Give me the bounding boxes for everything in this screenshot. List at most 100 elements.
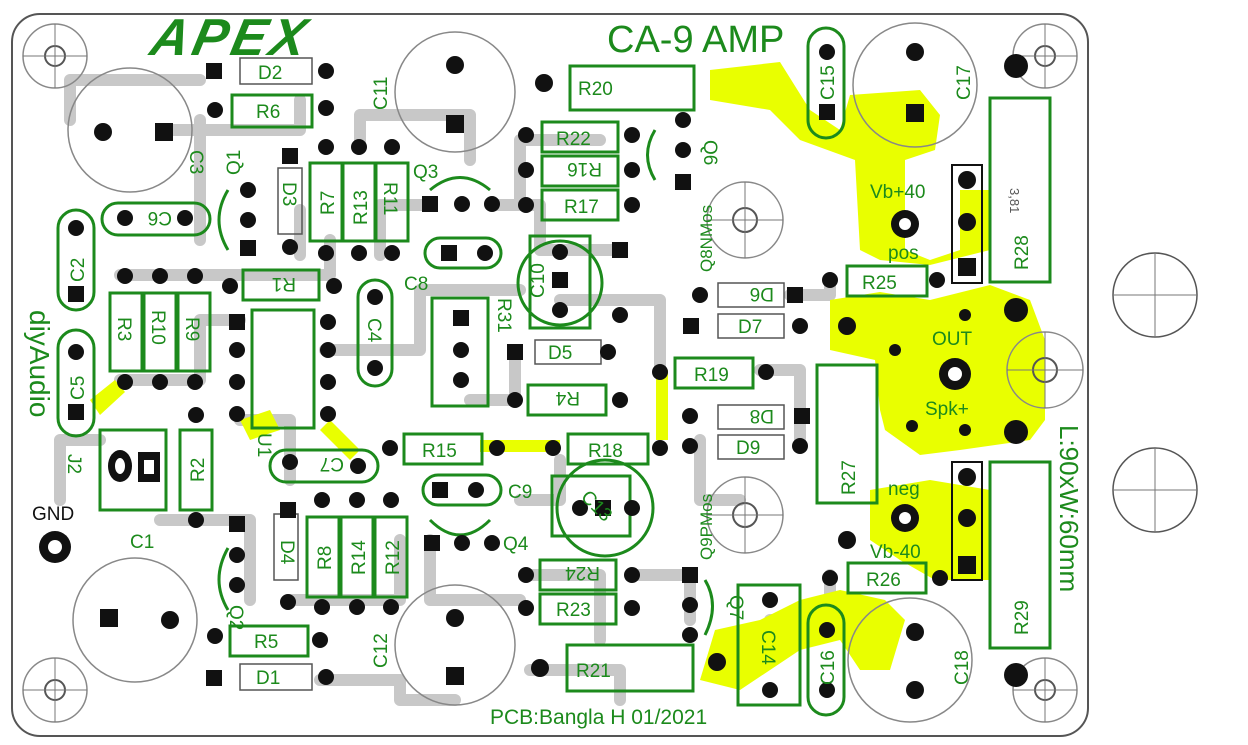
r12-body — [373, 515, 409, 599]
neg-terminal-outline — [951, 461, 983, 581]
c15-body — [806, 26, 846, 140]
r22-body — [540, 120, 620, 154]
r8-body — [305, 515, 341, 599]
external-hole-1 — [1112, 252, 1198, 338]
r23-body — [538, 592, 618, 626]
out-pad — [939, 358, 971, 390]
r31-body — [430, 296, 490, 408]
c14-body — [736, 583, 802, 707]
d7-body — [717, 313, 785, 339]
label-c11: C11 — [371, 77, 392, 110]
dimension-note: 3,81 — [1007, 188, 1022, 213]
c17-outline — [852, 22, 978, 148]
u1-body — [250, 308, 316, 430]
label-d7: D7 — [738, 317, 762, 338]
label-r11: R11 — [379, 182, 400, 215]
label-r24: R24 — [565, 562, 600, 583]
j2-body — [98, 428, 168, 512]
label-c14: C14 — [757, 630, 778, 665]
label-c18: C18 — [952, 650, 973, 685]
r26-body — [846, 561, 928, 595]
label-q9pmos: Q9PMos — [697, 494, 716, 560]
label-r6: R6 — [256, 102, 280, 123]
r15-body — [402, 432, 484, 466]
c16-body — [806, 603, 846, 717]
label-d2: D2 — [258, 63, 282, 84]
d3-body — [277, 167, 303, 235]
label-c9: C9 — [508, 482, 532, 503]
label-c3: C3 — [185, 150, 206, 174]
r25-body — [845, 264, 929, 298]
label-c4: C4 — [363, 318, 384, 343]
label-r9: R9 — [181, 317, 202, 341]
q3-outline — [429, 176, 491, 192]
r9-body — [176, 291, 212, 373]
reference-designators: D2 R6 C11 R20 C15 C17 C3 Q1 D3 R7 R13 R1… — [63, 63, 1033, 689]
label-c16: C16 — [818, 650, 839, 685]
label-r29: R29 — [1012, 600, 1033, 635]
pos-terminal-outline — [951, 164, 983, 284]
label-r27: R27 — [839, 460, 860, 495]
board-outline — [11, 13, 1089, 737]
d8-body — [717, 404, 785, 430]
label-d6: D6 — [750, 283, 774, 304]
board-dimensions: L:90xW:60mm — [1054, 425, 1084, 592]
label-r4: R4 — [555, 387, 580, 408]
r28-body — [988, 96, 1052, 284]
c3-outline — [67, 67, 193, 193]
r24-body — [538, 558, 618, 592]
label-r2: R2 — [188, 458, 209, 482]
credit-bottom: PCB:Bangla H 01/2021 — [490, 706, 707, 729]
external-hole-2 — [1112, 447, 1198, 533]
label-r13: R13 — [351, 190, 372, 225]
label-c10: C10 — [528, 263, 549, 298]
vb-neg-pad — [891, 504, 919, 532]
vb-pos-label: Vb+40 — [870, 182, 925, 203]
label-r15: R15 — [422, 441, 457, 462]
r18-body — [566, 432, 650, 466]
c18-outline — [847, 597, 973, 723]
r16-body — [540, 154, 620, 188]
q6-outline — [646, 129, 657, 181]
label-r8: R8 — [315, 546, 336, 570]
label-d8: D8 — [750, 405, 774, 426]
label-u1: U1 — [253, 433, 274, 457]
r20-body — [568, 64, 696, 112]
label-r25: R25 — [862, 273, 897, 294]
label-d4: D4 — [276, 540, 297, 565]
label-c6: C6 — [148, 207, 172, 228]
mosfet-hole-bottom — [706, 476, 784, 554]
gnd-label: GND — [32, 504, 74, 525]
label-r10: R10 — [147, 310, 168, 345]
r10-body — [142, 291, 178, 373]
r2-body — [178, 428, 214, 512]
r3-body — [108, 291, 144, 373]
c9-body — [421, 473, 503, 507]
label-c5: C5 — [68, 376, 89, 400]
label-r12: R12 — [383, 540, 404, 575]
label-j2: J2 — [63, 454, 84, 474]
label-c8: C8 — [404, 274, 428, 295]
label-q1: Q1 — [224, 150, 245, 175]
label-q6: Q6 — [699, 140, 720, 165]
mounting-hole-br — [1012, 657, 1078, 723]
d2-body — [239, 57, 313, 85]
r19-body — [673, 356, 755, 390]
c5-body — [56, 328, 96, 438]
brand-logo: APEX — [144, 9, 316, 67]
r6-body — [230, 93, 314, 129]
label-r16: R16 — [567, 158, 602, 179]
label-r1: R1 — [272, 273, 296, 294]
mounting-hole-tl — [22, 23, 88, 89]
mounting-holes — [22, 23, 1198, 723]
label-r31: R31 — [493, 298, 514, 333]
r1-body — [241, 268, 321, 302]
label-c1: C1 — [130, 532, 154, 553]
label-r7: R7 — [318, 191, 339, 215]
r14-body — [339, 515, 375, 599]
label-d1: D1 — [256, 668, 280, 689]
d6-body — [717, 282, 785, 308]
r21-body — [565, 643, 695, 693]
neg-label: neg — [888, 479, 920, 500]
